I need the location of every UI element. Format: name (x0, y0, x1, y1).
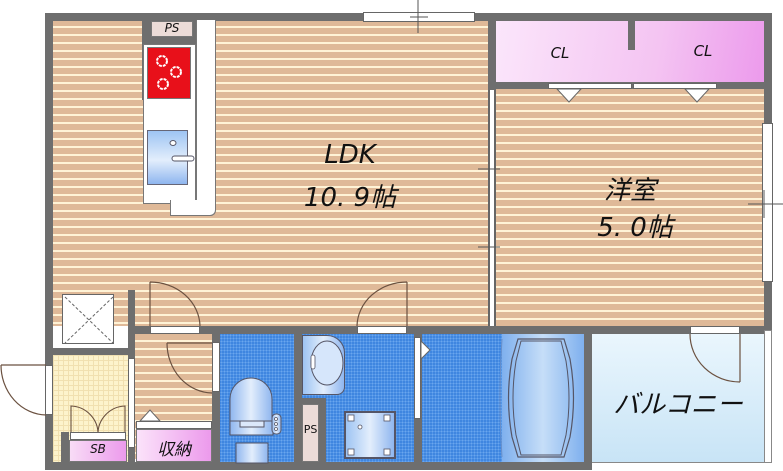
bath-door-arrow-icon (420, 339, 431, 361)
door-swing-hall-icon[interactable] (149, 281, 209, 331)
door-bathroom[interactable] (414, 337, 421, 419)
balcony-bottom-edge (592, 462, 772, 468)
closet-door-left[interactable] (548, 83, 632, 89)
ps-toilet-label: PS (303, 423, 318, 436)
ldk-name: LDK (324, 140, 376, 170)
wall-closet-divider (628, 20, 635, 50)
door-entrance[interactable] (45, 365, 53, 415)
wall-ldk-western (488, 13, 496, 91)
balcony-label: バルコニー (613, 390, 743, 420)
western-room-size: 5. 0帖 (597, 213, 673, 243)
shoebox-label: SB (90, 442, 106, 456)
door-swing-toilet-icon[interactable] (166, 342, 216, 402)
void-side-wall (128, 290, 135, 330)
storage-door-arrow-icon (138, 409, 162, 422)
counter-foot (170, 200, 216, 216)
wall-toilet-wash (294, 334, 302, 464)
wall-entrance-top (53, 348, 131, 355)
shoebox-frame (61, 432, 69, 462)
shoebox (69, 440, 127, 462)
ps-toilet-box (302, 404, 319, 462)
closet-door-arrows-icon (555, 88, 711, 103)
western-room-floor (496, 88, 764, 326)
door-balcony[interactable] (690, 326, 740, 334)
kitchen-counter-return (196, 20, 216, 216)
shoebox-door-swings-icon (70, 405, 126, 436)
door-entrance-hall[interactable] (128, 358, 135, 448)
storage-closet (136, 429, 212, 462)
door-toilet[interactable] (212, 342, 220, 392)
wall-bath-balcony (584, 334, 592, 464)
wall-left (45, 13, 53, 469)
sliding-partition[interactable] (488, 90, 496, 326)
door-wash-ldk[interactable] (357, 326, 407, 334)
void-box (62, 294, 114, 344)
bathtub-icon (499, 338, 575, 458)
balcony-floor (592, 334, 764, 462)
western-room-name: 洋室 (603, 176, 656, 206)
ldk-size: 10. 9帖 (303, 183, 397, 213)
ldk-floor (53, 20, 488, 326)
partition-marks-icon (478, 168, 500, 248)
bathtub-area (502, 334, 584, 462)
balcony-rail (764, 330, 772, 466)
window-right-western[interactable] (762, 123, 773, 282)
bathroom-floor (422, 334, 502, 462)
wall-hall-toilet (212, 334, 220, 464)
wall-bottom (45, 462, 592, 470)
storage-door-strip[interactable] (136, 421, 212, 429)
window-top-mark-icon (410, 0, 428, 33)
door-swing-wash-icon[interactable] (356, 281, 416, 331)
closet-right-label: CL (693, 42, 713, 60)
storage-label: 収納 (157, 440, 191, 460)
ps-kitchen-label: PS (164, 21, 180, 35)
shoebox-door-strip[interactable] (70, 432, 126, 440)
closet-left-label: CL (550, 44, 570, 62)
ps-kitchen-box (151, 21, 193, 37)
door-swing-balcony-icon[interactable] (689, 333, 749, 394)
washbasin-icon (310, 340, 344, 386)
door-hall-ldk[interactable] (150, 326, 200, 334)
washing-machine-pan-icon (344, 411, 396, 459)
window-right-mark-icon (748, 190, 783, 218)
door-swing-entrance-icon[interactable] (0, 364, 50, 424)
closet-door-right[interactable] (633, 83, 717, 89)
wall-ldk-bottom (128, 326, 772, 334)
sink-icon (147, 130, 195, 185)
toilet-icon (229, 377, 282, 464)
stove-icon (147, 47, 191, 99)
